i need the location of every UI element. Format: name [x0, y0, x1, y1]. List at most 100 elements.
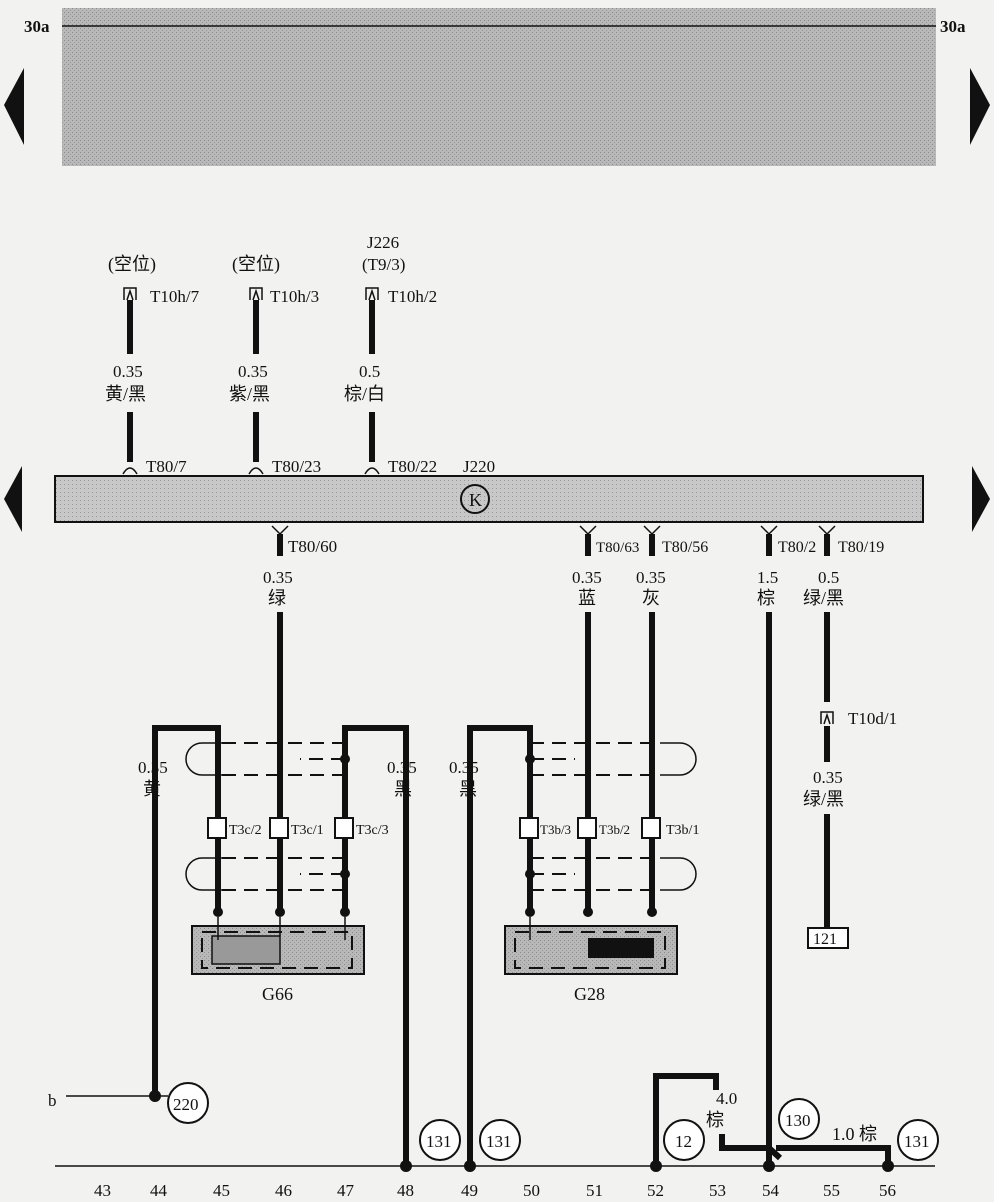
- ref-131-b: 131: [486, 1132, 512, 1151]
- g28-left-wire-size: 0.35: [449, 758, 479, 777]
- ecu-pin-label: T80/22: [388, 457, 437, 476]
- pin-label: T80/56: [662, 539, 708, 556]
- sensor-g28: 0.35 黑 T3b/3 T3b/2 T3b/1 G28: [449, 725, 699, 1166]
- g28-conn-2: T3b/2: [599, 822, 630, 837]
- t10d-id: T10d/1: [848, 709, 897, 728]
- grid-number: 56: [879, 1181, 896, 1200]
- top-connector-id: T10h/7: [150, 287, 200, 306]
- g28-conn-1: T3b/3: [540, 822, 571, 837]
- top-connector-note: (空位): [108, 254, 156, 275]
- ref-131-c: 131: [904, 1132, 930, 1151]
- supply-label-left: 30a: [24, 17, 50, 36]
- top-connector-note2: (T9/3): [362, 255, 405, 274]
- g66-left-wire-size: 0.35: [138, 758, 168, 777]
- grid-number: 54: [762, 1181, 780, 1200]
- ref-circle-220: [167, 1082, 209, 1124]
- g66-right-wire-color: 黑: [394, 779, 412, 799]
- grid-number: 46: [275, 1181, 292, 1200]
- top-connector-id: T10h/2: [388, 287, 437, 306]
- wire-color: 蓝: [578, 588, 596, 608]
- bottom-pin-t80-63: T80/63 0.35 蓝: [572, 525, 639, 912]
- grid-number: 47: [337, 1181, 355, 1200]
- pin-label: T80/60: [288, 537, 337, 556]
- top-wire-size: 0.35: [113, 362, 143, 381]
- grid-number: 51: [586, 1181, 603, 1200]
- ecu-label: J220: [463, 457, 495, 476]
- grid-number: 43: [94, 1181, 111, 1200]
- top-wire-color: 紫/黑: [229, 384, 270, 404]
- grid-number: 49: [461, 1181, 478, 1200]
- ground-wire-size: 4.0: [716, 1089, 737, 1108]
- ground-wire-2-label: 1.0 棕: [832, 1124, 877, 1144]
- t10d-wire-color: 绿/黑: [803, 789, 844, 809]
- ref-circle-131-b: [479, 1119, 521, 1161]
- grid-number: 50: [523, 1181, 540, 1200]
- wire-size: 0.35: [263, 568, 293, 587]
- supply-label-right: 30a: [940, 17, 966, 36]
- ref-circle-131-c: [897, 1119, 939, 1161]
- left-arrow-icon: [4, 68, 24, 145]
- g28-conn-3: T3b/1: [666, 823, 699, 838]
- bottom-pin-t80-2: T80/2 1.5 棕: [757, 525, 816, 1166]
- g66-conn-3: T3c/3: [356, 823, 389, 838]
- g28-left-wire-color: 黑: [459, 779, 477, 799]
- pin-label: T80/63: [596, 540, 639, 556]
- top-wire-size: 0.5: [359, 362, 380, 381]
- ecu-symbol: K: [469, 490, 482, 510]
- ref-circle-131-a: [419, 1119, 461, 1161]
- wire-color: 绿: [268, 588, 286, 608]
- top-connector-note: (空位): [232, 254, 280, 275]
- grid-number: 55: [823, 1181, 840, 1200]
- ref-box-121: [807, 927, 849, 949]
- g28-label: G28: [574, 984, 605, 1004]
- b-label: b: [48, 1091, 57, 1110]
- top-wire-color: 棕/白: [344, 384, 385, 404]
- wire-color: 灰: [642, 588, 660, 608]
- top-connector-3: J226 (T9/3) T10h/2 0.5 棕/白 T80/22: [344, 233, 437, 476]
- right-arrow-icon: [972, 466, 990, 532]
- top-connector-2: (空位) T10h/3 0.35 紫/黑 T80/23: [229, 254, 321, 476]
- top-wire-size: 0.35: [238, 362, 268, 381]
- g66-right-wire-size: 0.35: [387, 758, 417, 777]
- bottom-pin-t80-60: T80/60 0.35 绿: [263, 525, 337, 912]
- wire-color: 绿/黑: [803, 588, 844, 608]
- t10d-ref: 121: [813, 931, 837, 948]
- g66-conn-2: T3c/1: [291, 823, 324, 838]
- ref-circle-12: [663, 1119, 705, 1161]
- grid-number: 52: [647, 1181, 664, 1200]
- wire-size: 1.5: [757, 568, 778, 587]
- t10d-wire-size: 0.35: [813, 768, 843, 787]
- ground-wire-color: 棕: [706, 1110, 724, 1130]
- grid-number: 48: [397, 1181, 414, 1200]
- grid-number: 44: [150, 1181, 168, 1200]
- grid-numbers: 43 44 45 46 47 48 49 50 51 52 53 54 55 5…: [94, 1181, 896, 1200]
- top-connector-note: J226: [367, 233, 399, 252]
- bottom-pin-t80-19: T80/19 0.5 绿/黑: [803, 525, 884, 702]
- supply-area: [62, 8, 936, 166]
- right-arrow-icon: [970, 68, 990, 145]
- t10d-connector: T10d/1 0.35 绿/黑 121: [803, 709, 897, 949]
- ref-220: 220: [173, 1095, 199, 1114]
- ref-131-a: 131: [426, 1132, 452, 1151]
- bottom-pin-t80-56: T80/56 0.35 灰: [636, 525, 708, 912]
- ref-12: 12: [675, 1132, 692, 1151]
- grid-number: 53: [709, 1181, 726, 1200]
- ecu-pin-label: T80/7: [146, 457, 187, 476]
- ref-circle-130: [778, 1098, 820, 1140]
- ref-130: 130: [785, 1111, 811, 1130]
- sensor-g66: 0.35 黄 0.35 黑 T3c/2 T3c/1 T3c/3 G66: [138, 725, 417, 1166]
- top-wire-color: 黄/黑: [105, 384, 146, 404]
- top-connector-1: (空位) T10h/7 0.35 黄/黑 T80/7: [105, 254, 200, 476]
- ecu-symbol-icon: [460, 484, 490, 514]
- g66-conn-1: T3c/2: [229, 823, 262, 838]
- pin-label: T80/19: [838, 539, 884, 556]
- wire-size: 0.5: [818, 568, 839, 587]
- g66-left-wire-color: 黄: [143, 779, 161, 799]
- grid-number: 45: [213, 1181, 230, 1200]
- pin-label: T80/2: [778, 539, 816, 556]
- g66-label: G66: [262, 984, 293, 1004]
- ecu-pin-label: T80/23: [272, 457, 321, 476]
- wire-size: 0.35: [636, 568, 666, 587]
- wire-color: 棕: [757, 588, 775, 608]
